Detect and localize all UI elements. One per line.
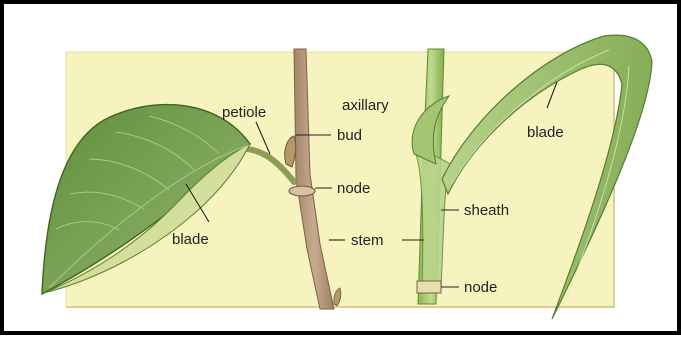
plant-anatomy-diagram: petiole axillary bud node stem blade she…: [4, 4, 681, 339]
monocot-node: [417, 281, 441, 293]
label-sheath: sheath: [464, 202, 509, 219]
label-bud: bud: [337, 127, 362, 144]
dicot-node: [289, 186, 315, 196]
label-petiole: petiole: [222, 104, 266, 121]
label-blade-left: blade: [172, 231, 209, 248]
label-stem: stem: [351, 232, 384, 249]
label-node-left: node: [337, 180, 370, 197]
label-node-right: node: [464, 279, 497, 296]
label-blade-right: blade: [527, 124, 564, 141]
label-axillary: axillary: [342, 97, 389, 114]
